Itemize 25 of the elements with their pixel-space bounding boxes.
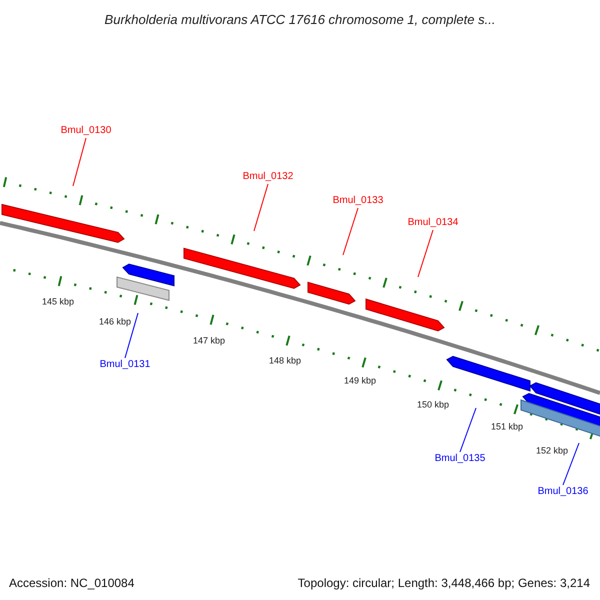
scale-label: 146 kbp [98,316,132,328]
gene-label: Bmul_0136 [538,486,588,498]
scale-label: 152 kbp [536,446,568,456]
gene-label: Bmul_0135 [434,453,486,465]
gene-label: Bmul_0134 [408,217,458,229]
leader-line [72,138,86,186]
gene-label: Bmul_0133 [332,195,384,207]
leader-line [460,408,476,452]
scale-label: 150 kbp [416,400,450,410]
accession-text: Accession: NC_010084 [9,575,134,592]
leader-line [124,312,138,358]
scale-label: 147 kbp [192,336,226,346]
leader-line [418,230,434,278]
title: Burkholderia multivorans ATCC 17616 chromosome 1, complete s... [104,11,496,29]
gene-label: Bmul_0130 [60,125,112,137]
genome-summary-text: Topology: circular; Length: 3,448,466 bp; Genes: 3,214 [298,575,590,592]
gene-label: Bmul_0132 [242,171,294,183]
leader-line [342,208,358,256]
scale-label: 149 kbp [344,376,376,386]
scale-label: 151 kbp [490,422,524,432]
scale-label: 148 kbp [268,356,302,366]
gene-label: Bmul_0131 [100,359,150,371]
leader-line [254,184,268,232]
leader-line [562,442,580,486]
scale-label: 145 kbp [42,296,74,308]
